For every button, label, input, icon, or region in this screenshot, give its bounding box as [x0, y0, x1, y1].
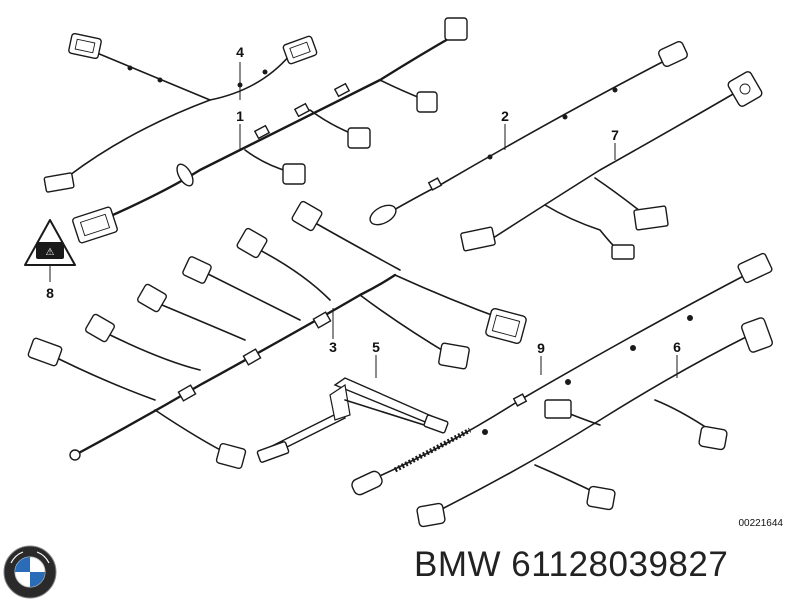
part-label-1: 1: [236, 108, 244, 124]
bmw-logo-icon: [3, 545, 57, 599]
part-label-7: 7: [611, 127, 619, 143]
harness-6: [416, 317, 773, 528]
symbol-8-warning-triangle: ⚠: [24, 219, 76, 266]
drawing-code: 00221644: [739, 518, 784, 529]
part-label-8: 8: [46, 285, 54, 301]
leader-lines: [49, 62, 678, 378]
harness-3: [27, 200, 527, 470]
part-labels: 4 1 2 7 8 3 5 9 6 00221644: [46, 44, 783, 529]
harness-2: [369, 40, 688, 226]
svg-text:⚠: ⚠: [46, 247, 55, 258]
part-label-6: 6: [673, 339, 681, 355]
harness-4: [43, 32, 318, 193]
part-label-5: 5: [372, 339, 380, 355]
part-number: 61128039827: [511, 545, 729, 584]
brand-name: BMW: [414, 545, 502, 584]
part-label-9: 9: [537, 340, 545, 356]
product-title: BMW 61128039827: [414, 545, 728, 585]
harness-9: [351, 252, 773, 496]
harness-1: [72, 17, 468, 244]
part-label-2: 2: [501, 108, 509, 124]
part-label-3: 3: [329, 339, 337, 355]
harness-7: [460, 71, 763, 260]
part-label-4: 4: [236, 44, 244, 60]
harness-5: [256, 377, 449, 463]
